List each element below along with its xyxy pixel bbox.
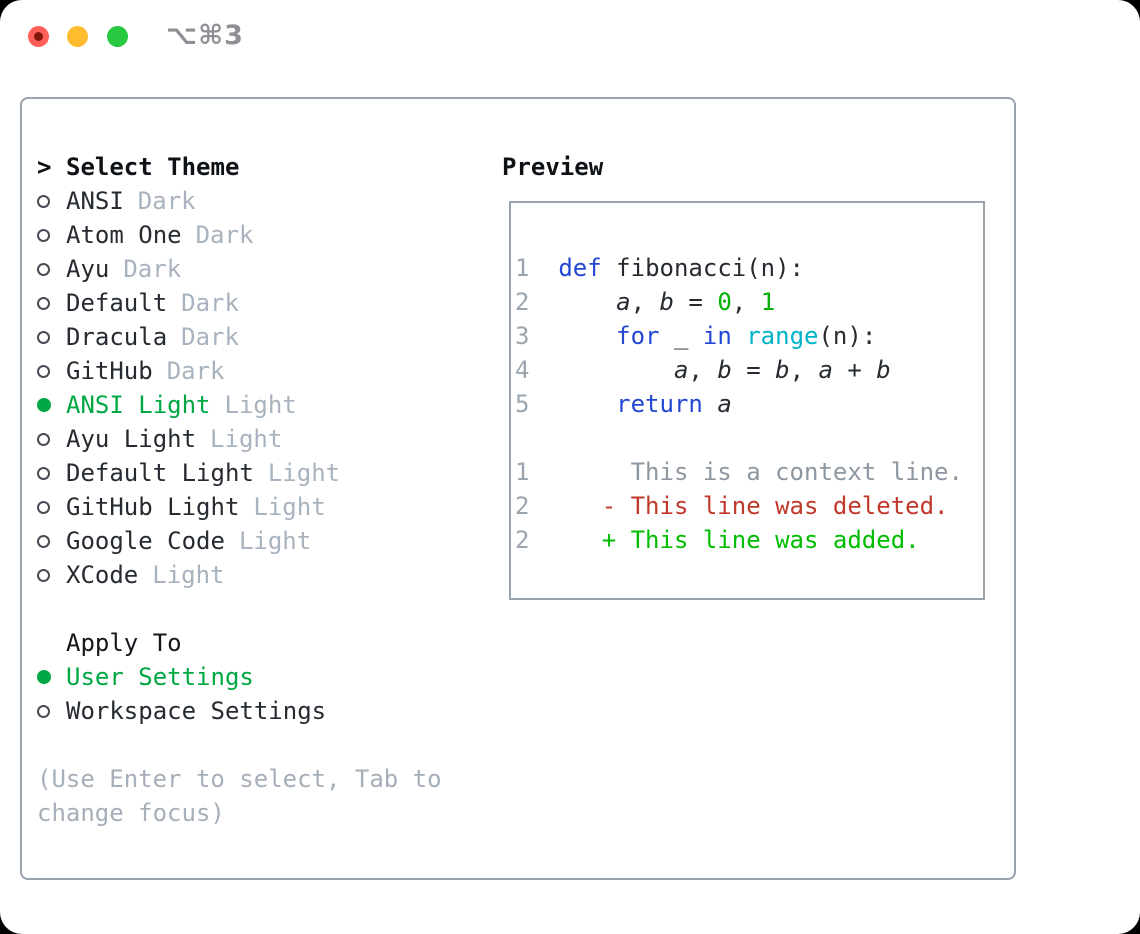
preview-title: Preview <box>502 153 604 181</box>
theme-option-label: Default Light <box>66 459 254 487</box>
theme-option-label: Google Code <box>66 527 225 555</box>
spacer <box>37 592 497 626</box>
theme-variant-tag: Light <box>152 561 225 589</box>
theme-variant-tag: Dark <box>195 221 254 249</box>
theme-variant-tag: Dark <box>181 323 239 351</box>
theme-option-ansi[interactable]: ANSI Dark <box>37 184 497 218</box>
theme-option-github-light[interactable]: GitHub Light Light <box>37 490 497 524</box>
theme-option-default[interactable]: Default Dark <box>37 286 497 320</box>
apply-to-title: Apply To <box>66 629 182 657</box>
apply-option-label: User Settings <box>66 663 254 691</box>
preview-line: 4 a, b = b, a + b <box>515 356 891 384</box>
radio-icon <box>37 364 66 378</box>
apply-option-user-settings[interactable]: User Settings <box>37 660 497 694</box>
theme-option-github[interactable]: GitHub Dark <box>37 354 497 388</box>
apply-option-label: Workspace Settings <box>66 697 327 725</box>
theme-option-google-code[interactable]: Google Code Light <box>37 524 497 558</box>
theme-variant-tag: Light <box>210 425 283 453</box>
main-panel <box>20 97 1016 880</box>
theme-option-label: GitHub <box>66 357 153 385</box>
preview-code: 1 def fibonacci(n): 2 a, b = 0, 1 3 for _ … <box>515 251 983 557</box>
theme-variant-tag: Dark <box>181 289 239 317</box>
preview-line: 2 a, b = 0, 1 <box>515 288 776 316</box>
theme-variant-tag: Light <box>267 459 341 487</box>
radio-icon <box>37 228 66 242</box>
hint-line-1: (Use Enter to select, Tab to <box>37 765 442 793</box>
theme-variant-tag: Light <box>224 391 297 419</box>
minimize-button[interactable] <box>67 26 88 47</box>
theme-variant-tag: Light <box>253 493 326 521</box>
theme-option-label: XCode <box>66 561 139 589</box>
radio-icon <box>37 296 66 310</box>
radio-selected-icon <box>37 670 66 684</box>
radio-icon <box>37 534 66 548</box>
theme-option-label: Ayu Light <box>66 425 197 453</box>
theme-variant-tag: Dark <box>123 255 182 283</box>
theme-option-label: Atom One <box>66 221 182 249</box>
zoom-button[interactable] <box>107 26 128 47</box>
theme-list-header-row: > Select Theme <box>37 150 497 184</box>
radio-selected-icon <box>37 398 66 412</box>
radio-icon <box>37 500 66 514</box>
theme-list-title: Select Theme <box>66 153 240 181</box>
theme-option-xcode[interactable]: XCode Light <box>37 558 497 592</box>
theme-option-label: Default <box>66 289 168 317</box>
preview-line: 1 This is a context line. <box>515 458 963 486</box>
hint-line-2: change focus) <box>37 799 225 827</box>
theme-option-label: GitHub Light <box>66 493 240 521</box>
radio-icon <box>37 568 66 582</box>
preview-line: 5 return a <box>515 390 732 418</box>
close-button[interactable] <box>28 26 49 47</box>
radio-icon <box>37 262 66 276</box>
preview-line <box>515 421 983 455</box>
theme-variant-tag: Dark <box>166 357 225 385</box>
apply-option-workspace-settings[interactable]: Workspace Settings <box>37 694 497 728</box>
theme-variant-tag: Dark <box>137 187 196 215</box>
theme-option-atom-one[interactable]: Atom One Dark <box>37 218 497 252</box>
theme-option-dracula[interactable]: Dracula Dark <box>37 320 497 354</box>
unsaved-dot-icon <box>34 32 43 41</box>
radio-icon <box>37 432 66 446</box>
theme-option-label: ANSI <box>66 187 124 215</box>
theme-option-label: Dracula <box>66 323 168 351</box>
theme-option-ayu-light[interactable]: Ayu Light Light <box>37 422 497 456</box>
theme-variant-tag: Light <box>238 527 312 555</box>
theme-option-ansi-light[interactable]: ANSI Light Light <box>37 388 497 422</box>
preview-line: 3 for _ in range(n): <box>515 322 877 350</box>
apply-to-header-row: Apply To <box>37 626 497 660</box>
preview-pane: 1 def fibonacci(n): 2 a, b = 0, 1 3 for _ … <box>509 201 985 600</box>
theme-option-ayu[interactable]: Ayu Dark <box>37 252 497 286</box>
radio-icon <box>37 466 66 480</box>
spacer <box>37 728 497 762</box>
preview-line: 2 - This line was deleted. <box>515 492 949 520</box>
window-title-shortcut: ⌥⌘3 <box>166 20 244 51</box>
radio-icon <box>37 330 66 344</box>
selection-prompt-icon: > <box>37 153 52 181</box>
theme-option-label: Ayu <box>66 255 110 283</box>
radio-icon <box>37 194 66 208</box>
theme-option-default-light[interactable]: Default Light Light <box>37 456 497 490</box>
preview-line: 1 def fibonacci(n): <box>515 254 805 282</box>
radio-icon <box>37 704 66 718</box>
preview-line: 2 + This line was added. <box>515 526 920 554</box>
theme-option-label: ANSI Light <box>66 391 211 419</box>
